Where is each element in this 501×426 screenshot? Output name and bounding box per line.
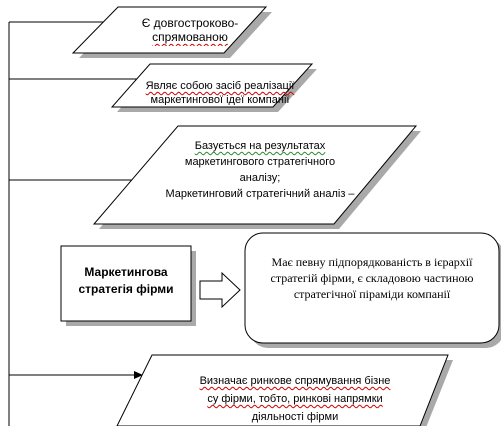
box2-line-1: Являє собою засіб реалізації [130, 79, 310, 93]
box1-shape [71, 6, 268, 54]
box1-line-1: Є довгостроково- [141, 16, 239, 30]
rounded-line-1: Має певну підпорядкованість в ієрархії [271, 255, 473, 269]
rounded-text: Має певну підпорядкованість в ієрархії с… [248, 254, 496, 310]
block-arrow [199, 271, 241, 309]
box5-line-2: су фірми, тобто, ринкові напрямки [175, 390, 415, 408]
box1-text: Є довгостроково- спрямованою [120, 16, 260, 46]
center-line-1: Маркетингова [84, 265, 168, 279]
center-shape [60, 245, 192, 322]
box3-line-4: Маркетинговий стратегічний аналіз – [165, 188, 355, 200]
box3-shape [92, 125, 418, 225]
center-text: Маркетингова стратегія фірми [62, 264, 190, 304]
box5-line-2-text: су фірми, тобто, ринкові напрямки [207, 393, 383, 405]
box5-line-1-text: Визначає ринкове спрямування бізне [199, 375, 391, 387]
box5-line-1: Визначає ринкове спрямування бізне [175, 372, 415, 390]
box2-line-2: маркетингової ідеї компанії [150, 94, 290, 105]
center-line-2: стратегія фірми [78, 282, 174, 296]
box5-line-3: діяльності фірми [251, 411, 339, 423]
box3-line-2: маркетингового стратегічного [184, 156, 336, 168]
box3-line-1: Базується на результатах [160, 138, 360, 154]
box3-line-3: аналізу; [239, 172, 281, 184]
rounded-line-3: стратегічної піраміди компанії [293, 287, 451, 301]
box5-text: Визначає ринкове спрямування бізне су фі… [175, 372, 415, 426]
box2-text: Являє собою засіб реалізації маркетингов… [130, 79, 310, 105]
rounded-shape [244, 232, 500, 344]
box5-shape [116, 354, 449, 426]
arrowhead-4 [134, 371, 143, 379]
box2-shape [110, 63, 314, 108]
rounded-line-2: стратегій фірми, є складовою частиною [270, 271, 474, 285]
box2-line-1-text: Являє собою засіб реалізації [145, 80, 295, 92]
box1-line-2: спрямованою [152, 30, 228, 44]
box3-text: Базується на результатах маркетингового … [160, 138, 360, 210]
box3-line-1-text: Базується на результатах [194, 140, 326, 152]
